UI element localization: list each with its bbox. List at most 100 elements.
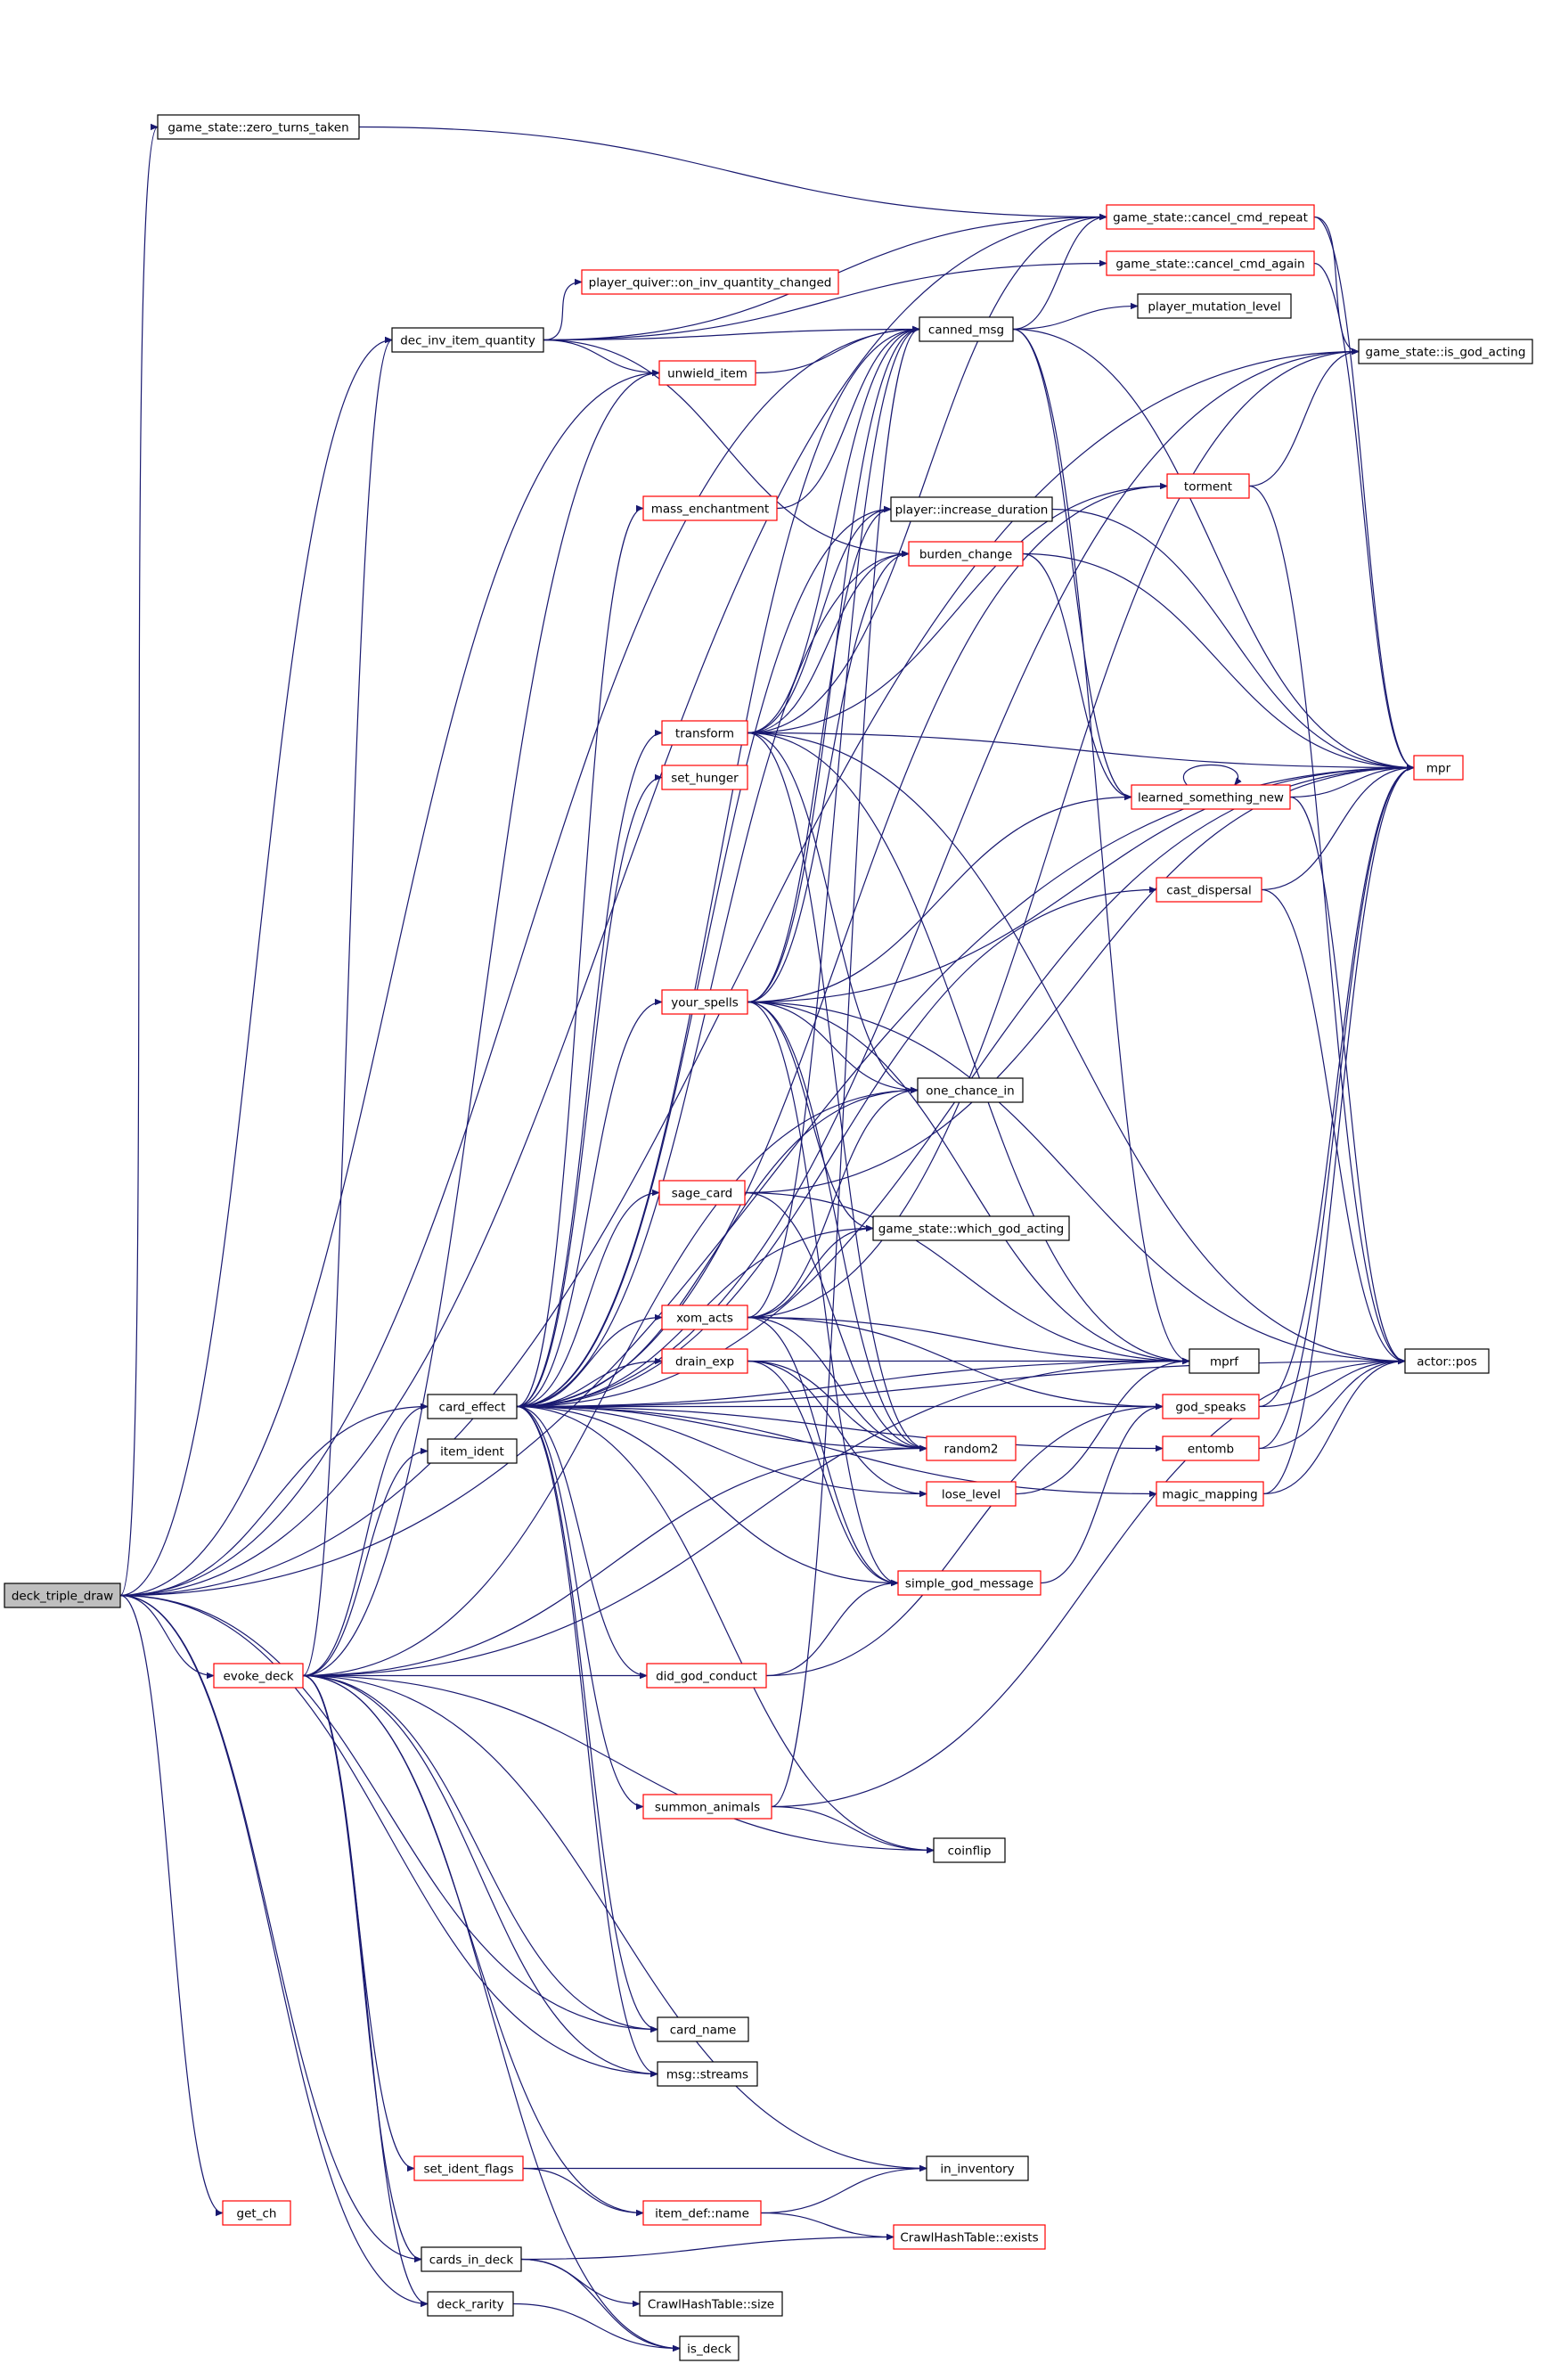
node-label: canned_msg [928, 323, 1004, 338]
node-actor_pos[interactable]: actor::pos [1404, 1348, 1490, 1374]
node-label: cards_in_deck [429, 2253, 514, 2268]
node-cards_in_deck[interactable]: cards_in_deck [421, 2246, 522, 2272]
node-torment[interactable]: torment [1166, 473, 1250, 499]
edge-card_effect-to-coinflip [516, 1405, 934, 1851]
edge-deck_triple_draw-to-dec_inv_item_quantity [119, 340, 392, 1597]
node-cancel_cmd_again[interactable]: game_state::cancel_cmd_again [1106, 250, 1315, 276]
node-your_spells[interactable]: your_spells [661, 989, 748, 1015]
edge-card_effect-to-card_name [516, 1405, 658, 2030]
node-box [646, 1663, 767, 1689]
node-canned_msg[interactable]: canned_msg [919, 316, 1014, 342]
node-summon_animals[interactable]: summon_animals [642, 1794, 772, 1820]
node-unwield_item[interactable]: unwield_item [658, 360, 756, 386]
node-card_effect[interactable]: card_effect [427, 1394, 518, 1419]
node-learned_something_new[interactable]: learned_something_new [1131, 784, 1291, 810]
node-set_ident_flags[interactable]: set_ident_flags [413, 2155, 524, 2181]
node-label: transform [675, 727, 734, 741]
node-box [1106, 250, 1315, 276]
node-is_deck[interactable]: is_deck [679, 2335, 739, 2361]
node-god_speaks[interactable]: god_speaks [1162, 1394, 1260, 1419]
node-one_chance_in[interactable]: one_chance_in [917, 1077, 1024, 1103]
node-box [427, 1438, 518, 1464]
node-entomb[interactable]: entomb [1162, 1435, 1260, 1461]
edge-evoke_deck-to-cards_in_deck [302, 1674, 421, 2260]
node-is_god_acting[interactable]: game_state::is_god_acting [1358, 339, 1533, 364]
node-box [1156, 1481, 1264, 1507]
node-drain_exp[interactable]: drain_exp [661, 1348, 748, 1374]
node-simple_god_message[interactable]: simple_god_message [897, 1570, 1042, 1596]
node-dec_inv_item_quantity[interactable]: dec_inv_item_quantity [391, 327, 544, 353]
edge-dec_inv_item_quantity-to-canned_msg [543, 330, 919, 341]
node-zero_turns_taken[interactable]: game_state::zero_turns_taken [157, 114, 360, 140]
node-label: mprf [1210, 1355, 1239, 1370]
node-item_ident[interactable]: item_ident [427, 1438, 518, 1464]
node-xom_acts[interactable]: xom_acts [661, 1305, 748, 1330]
node-box [1106, 204, 1315, 230]
node-box [1131, 784, 1291, 810]
edge-xom_acts-to-simple_god_message [747, 1316, 898, 1583]
node-deck_triple_draw[interactable]: deck_triple_draw [4, 1583, 121, 1608]
node-item_def_name[interactable]: item_def::name [642, 2200, 762, 2226]
edge-card_effect-to-canned_msg [516, 330, 919, 1408]
edge-your_spells-to-actor_pos [747, 1001, 1405, 1362]
node-get_ch[interactable]: get_ch [222, 2200, 291, 2226]
edge-summon_animals-to-canned_msg [771, 330, 919, 1808]
node-box [1404, 1348, 1490, 1374]
node-on_inv_quantity_changed[interactable]: player_quiver::on_inv_quantity_changed [581, 269, 839, 295]
node-deck_rarity[interactable]: deck_rarity [427, 2291, 514, 2317]
node-player_mutation_level[interactable]: player_mutation_level [1137, 293, 1292, 319]
node-evoke_deck[interactable]: evoke_deck [213, 1663, 304, 1689]
node-crawlhash_size[interactable]: CrawlHashTable::size [639, 2291, 783, 2317]
edge-evoke_deck-to-dec_inv_item_quantity [302, 340, 393, 1677]
node-label: player_mutation_level [1148, 300, 1280, 315]
edge-evoke_deck-to-item_def_name [302, 1674, 643, 2213]
node-mass_enchantment[interactable]: mass_enchantment [642, 495, 778, 521]
node-msg_streams[interactable]: msg::streams [657, 2061, 758, 2087]
node-label: lose_level [942, 1488, 1001, 1502]
node-which_god_acting[interactable]: game_state::which_god_acting [872, 1215, 1070, 1241]
node-card_name[interactable]: card_name [657, 2016, 749, 2042]
node-sage_card[interactable]: sage_card [658, 1180, 746, 1206]
node-label: unwield_item [667, 367, 747, 381]
node-label: xom_acts [676, 1312, 733, 1326]
node-label: game_state::cancel_cmd_repeat [1113, 211, 1308, 225]
edge-card_effect-to-cast_dispersal [516, 890, 1156, 1408]
node-box [657, 2016, 749, 2042]
node-magic_mapping[interactable]: magic_mapping [1156, 1481, 1264, 1507]
edge-simple_god_message-to-god_speaks [1040, 1407, 1163, 1584]
node-did_god_conduct[interactable]: did_god_conduct [646, 1663, 767, 1689]
node-in_inventory[interactable]: in_inventory [926, 2155, 1029, 2181]
node-box [917, 1077, 1024, 1103]
node-mprf[interactable]: mprf [1189, 1348, 1260, 1374]
node-label: game_state::which_god_acting [878, 1223, 1064, 1237]
node-lose_level[interactable]: lose_level [926, 1481, 1017, 1507]
edge-canned_msg-to-player_mutation_level [1012, 307, 1138, 331]
node-transform[interactable]: transform [661, 720, 748, 746]
node-label: magic_mapping [1162, 1488, 1257, 1502]
node-burden_change[interactable]: burden_change [908, 541, 1024, 567]
node-cancel_cmd_repeat[interactable]: game_state::cancel_cmd_repeat [1106, 204, 1315, 230]
edge-summon_animals-to-coinflip [771, 1805, 934, 1851]
edge-card_effect-to-transform [516, 733, 662, 1408]
node-label: coinflip [948, 1844, 992, 1859]
node-label: summon_animals [655, 1801, 760, 1815]
edge-sage_card-to-mprf [744, 1191, 1189, 1362]
edge-deck_triple_draw-to-unwield_item [119, 373, 659, 1597]
edge-card_effect-to-summon_animals [516, 1405, 643, 1807]
node-label: one_chance_in [926, 1084, 1014, 1099]
node-cast_dispersal[interactable]: cast_dispersal [1156, 877, 1262, 903]
node-box [661, 720, 748, 746]
node-coinflip[interactable]: coinflip [933, 1837, 1006, 1863]
edge-sage_card-to-mpr [744, 768, 1414, 1194]
edge-entomb-to-mpr [1258, 768, 1414, 1450]
edge-card_effect-to-simple_god_message [516, 1405, 898, 1583]
node-random2[interactable]: random2 [926, 1435, 1017, 1461]
edge-your_spells-to-increase_duration [747, 510, 891, 1003]
edge-item_def_name-to-in_inventory [760, 2169, 927, 2214]
node-mpr[interactable]: mpr [1413, 755, 1464, 781]
node-set_hunger[interactable]: set_hunger [661, 765, 748, 790]
node-increase_duration[interactable]: player::increase_duration [890, 496, 1053, 522]
node-box [639, 2291, 783, 2317]
node-crawlhash_exists[interactable]: CrawlHashTable::exists [893, 2224, 1046, 2250]
edge-evoke_deck-to-in_inventory [302, 1674, 927, 2169]
